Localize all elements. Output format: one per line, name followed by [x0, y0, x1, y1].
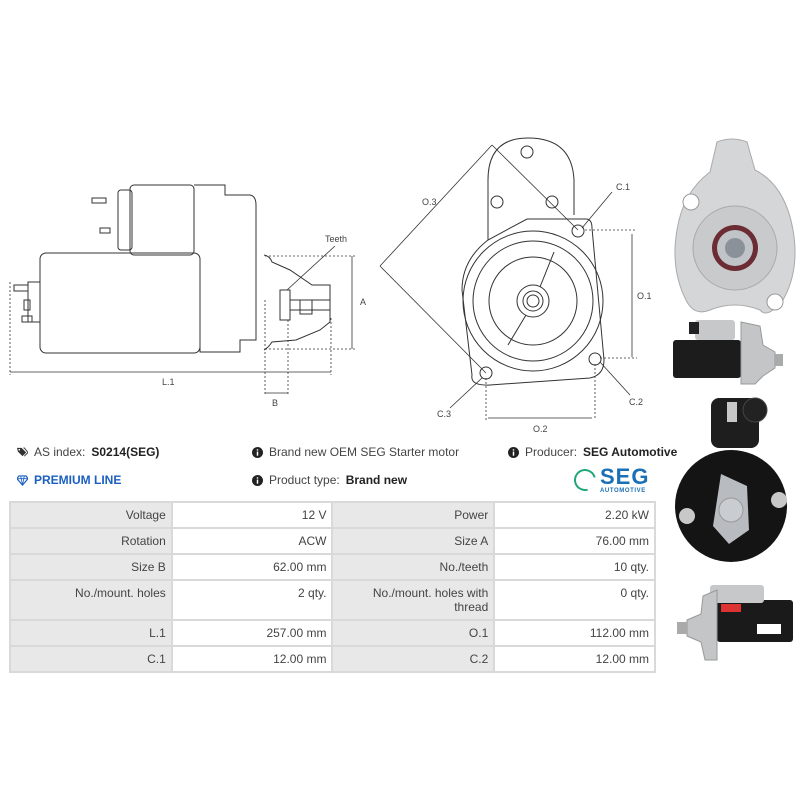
spec-value: 2 qty. — [170, 579, 334, 621]
technical-drawing: Teeth A B L.1 — [0, 130, 665, 440]
premium-line-badge: PREMIUM LINE — [17, 473, 121, 487]
spec-value: ACW — [170, 527, 334, 555]
product-type: Product type: Brand new — [252, 473, 407, 487]
logo-subtext: AUTOMOTIVE — [600, 488, 646, 494]
product-type-label: Product type: — [269, 473, 340, 487]
producer-value: SEG Automotive — [583, 445, 678, 459]
spec-label: Voltage — [9, 501, 173, 529]
length-l1-label: L.1 — [162, 377, 175, 387]
teeth-label: Teeth — [325, 234, 347, 244]
product-photos — [665, 130, 800, 670]
side-view-drawing — [13, 184, 331, 354]
spec-label: No./mount. holes with thread — [331, 579, 496, 621]
photo-side-view-1 — [673, 320, 783, 385]
spec-label: Size B — [9, 553, 173, 581]
spec-value: 2.20 kW — [493, 501, 656, 529]
spec-value: 12.00 mm — [170, 645, 334, 673]
info-circle-icon — [252, 446, 263, 458]
as-index: AS index: S0214(SEG) — [17, 445, 159, 459]
spec-label: O.1 — [331, 619, 496, 647]
size-a-label: A — [360, 297, 366, 307]
spec-value: 12.00 mm — [493, 645, 656, 673]
c2-label: C.2 — [629, 397, 643, 407]
photo-side-view-2 — [677, 585, 793, 661]
o1-label: O.1 — [637, 291, 652, 301]
c3-label: C.3 — [437, 409, 451, 419]
info-circle-icon — [508, 446, 519, 458]
spec-value: 0 qty. — [493, 579, 656, 621]
spec-value: 112.00 mm — [493, 619, 656, 647]
spec-label: L.1 — [9, 619, 173, 647]
c1-label: C.1 — [616, 182, 630, 192]
diamond-icon — [17, 474, 28, 486]
table-row: Voltage 12 V Power 2.20 kW — [9, 501, 656, 529]
spec-value: 62.00 mm — [170, 553, 334, 581]
spec-value: 76.00 mm — [493, 527, 656, 555]
spec-label: No./mount. holes — [9, 579, 173, 621]
as-index-label: AS index: — [34, 445, 86, 459]
spec-label: C.1 — [9, 645, 173, 673]
description-text: Brand new OEM SEG Starter motor — [269, 445, 460, 459]
spec-label: C.2 — [331, 645, 496, 673]
table-row: L.1 257.00 mm O.1 112.00 mm — [9, 619, 656, 647]
seg-ring-icon — [569, 464, 601, 496]
o3-label: O.3 — [422, 197, 437, 207]
product-info: AS index: S0214(SEG) PREMIUM LINE Brand n… — [0, 445, 677, 495]
spec-value: 257.00 mm — [170, 619, 334, 647]
spec-value: 10 qty. — [493, 553, 656, 581]
size-b-label: B — [272, 398, 278, 408]
tags-icon — [17, 446, 28, 456]
photo-rear-view — [675, 397, 787, 562]
specifications-table: Voltage 12 V Power 2.20 kW Rotation ACW … — [9, 501, 656, 673]
o2-label: O.2 — [533, 424, 548, 434]
as-index-value: S0214(SEG) — [91, 445, 160, 459]
table-row: Size B 62.00 mm No./teeth 10 qty. — [9, 553, 656, 581]
spec-value: 12 V — [170, 501, 334, 529]
producer-label: Producer: — [525, 445, 578, 459]
product-description: Brand new OEM SEG Starter motor — [252, 445, 459, 459]
premium-line-label: PREMIUM LINE — [34, 473, 122, 487]
producer: Producer: SEG Automotive — [508, 445, 677, 459]
table-row: C.1 12.00 mm C.2 12.00 mm — [9, 645, 656, 673]
seg-automotive-logo: SEG AUTOMOTIVE — [569, 464, 650, 496]
table-row: No./mount. holes 2 qty. No./mount. holes… — [9, 579, 656, 621]
spec-label: Size A — [331, 527, 496, 555]
spec-label: Power — [331, 501, 496, 529]
table-row: Rotation ACW Size A 76.00 mm — [9, 527, 656, 555]
spec-label: No./teeth — [331, 553, 496, 581]
product-type-value: Brand new — [345, 473, 408, 487]
spec-label: Rotation — [9, 527, 173, 555]
photo-front-flange — [674, 138, 796, 314]
side-dimension-lines — [9, 255, 355, 395]
logo-text: SEG — [600, 464, 650, 489]
info-circle-icon — [252, 474, 263, 486]
front-view-drawing — [461, 137, 605, 386]
